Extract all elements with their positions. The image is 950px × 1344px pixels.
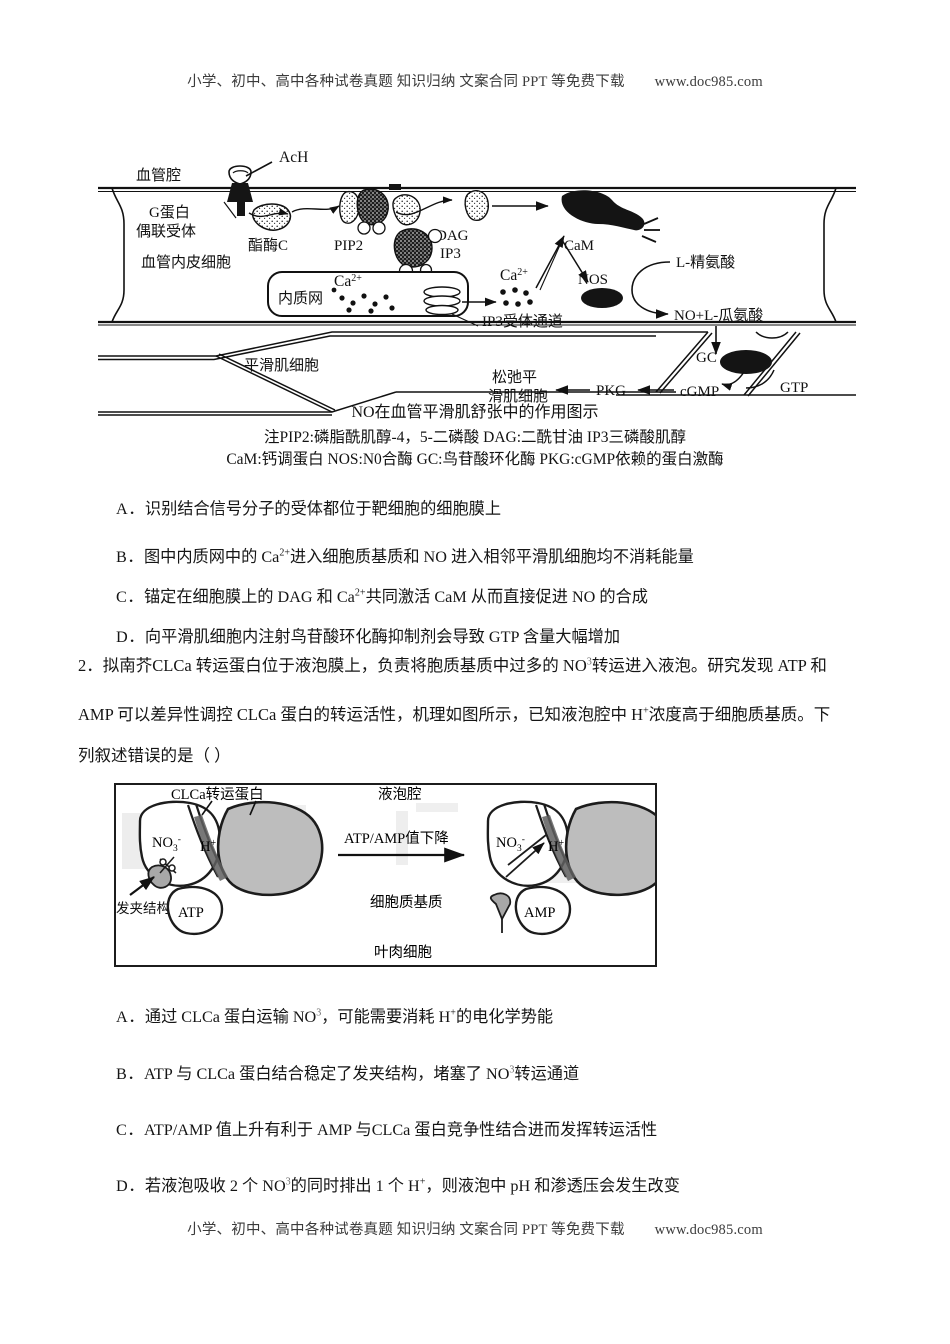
figure2-label-proton-left: H+	[200, 838, 216, 855]
figure2-label-arrow-caption: ATP/AMP值下降	[344, 830, 449, 847]
q2-stem-line-2-sup: +	[642, 705, 649, 717]
q2-option-a-sup2: +	[450, 1007, 456, 1019]
q2-stem-line-1-p2: 转运进入液泡。研究发现 ATP 和	[591, 656, 827, 675]
q1-option-c-sup: 2+	[354, 587, 366, 599]
q2-option-c-label: C．	[116, 1121, 144, 1139]
figure2-label-mesophyll-cell: 叶肉细胞	[374, 944, 432, 961]
figure2-label-amp: AMP	[524, 905, 555, 921]
q2-option-a-p1: 通过 CLCa 蛋白运输 NO	[144, 1008, 317, 1026]
q2-option-d-sup2: +	[419, 1176, 426, 1188]
figure1-label-ach: AcH	[279, 149, 308, 166]
figure1-label-nos: NOS	[578, 272, 608, 288]
figure1-label-calcium-er: Ca2+	[334, 273, 362, 290]
q2-stem-line-1-p1: 拟南芥CLCa 转运蛋白位于液泡膜上，负责将胞质基质中过多的 NO	[102, 656, 587, 675]
q1-option-b: B．图中内质网中的 Ca2+进入细胞质基质和 NO 进入相邻平滑肌细胞均不消耗能…	[116, 543, 694, 567]
q2-option-a-label: A．	[116, 1008, 145, 1026]
figure1-note-line-1: 注PIP2:磷脂酰肌醇-4，5-二磷酸 DAG:二酰甘油 IP3三磷酸肌醇	[264, 429, 686, 446]
figure1-label-endothelial-cell: 血管内皮细胞	[141, 254, 231, 271]
q2-option-d-p3: ，则液泡中 pH 和渗透压会发生改变	[425, 1177, 680, 1195]
figure1-label-pkg: PKG	[596, 383, 626, 399]
figure1-label-smooth-muscle-cell: 平滑肌细胞	[244, 357, 319, 374]
header-banner-url: www.doc985.com	[654, 74, 763, 90]
q1-option-a-text: 识别结合信号分子的受体都位于靶细胞的细胞膜上	[144, 500, 502, 518]
figure1-note-line-2: CaM:钙调蛋白 NOS:N0合酶 GC:鸟苷酸环化酶 PKG:cGMP依赖的蛋…	[226, 451, 724, 468]
q1-option-c-text-2: 共同激活 CaM 从而直接促进 NO 的合成	[365, 588, 648, 606]
q2-option-a-p3: 的电化学势能	[455, 1008, 554, 1026]
header-banner: 小学、初中、高中各种试卷真题 知识归纳 文案合同 PPT 等免费下载 www.do…	[0, 70, 950, 91]
q1-option-d-label: D．	[116, 628, 145, 646]
figure1-label-relax-line2: 滑肌细胞	[488, 388, 548, 405]
figure1-label-ip3-receptor-channel: IP3受体通道	[482, 313, 563, 330]
q1-option-a-label: A．	[116, 500, 145, 518]
q1-option-c-label: C．	[116, 588, 144, 606]
q2-option-a: A．通过 CLCa 蛋白运输 NO3，可能需要消耗 H+的电化学势能	[116, 1003, 553, 1027]
figure1-title: NO在血管平滑肌舒张中的作用图示	[351, 404, 599, 421]
q2-option-d-label: D．	[116, 1177, 145, 1195]
figure1-label-ip3: IP3	[440, 246, 461, 262]
q2-number: 2．	[78, 656, 103, 675]
figure-clca-transporter: 发夹结构 ATP NO3- H+ CLCa转运蛋白 液泡腔 ATP/AMP值下降	[114, 783, 657, 967]
q2-option-b-p2: 转运通道	[514, 1065, 580, 1083]
figure2-right-complex: AMP NO3- H+	[486, 800, 655, 936]
figure1-label-calcium-cyto: Ca2+	[500, 267, 528, 284]
figure-no-signalling: AcH 血管腔 G蛋白 偶联受体 血管内皮细胞 酯酶C PIP2	[96, 140, 858, 430]
figure1-label-gprotein-line1: G蛋白	[149, 204, 190, 221]
q2-option-b-p1: ATP 与 CLCa 蛋白结合稳定了发夹结构，堵塞了 NO	[143, 1065, 510, 1083]
footer-banner-text: 小学、初中、高中各种试卷真题 知识归纳 文案合同 PPT 等免费下载	[187, 1222, 625, 1238]
q2-option-c: C．ATP/AMP 值上升有利于 AMP 与CLCa 蛋白竞争性结合进而发挥转运…	[116, 1116, 657, 1140]
figure1-label-dag: DAG	[436, 228, 469, 244]
q2-stem-line-2-p2: 浓度高于细胞质基质。下	[648, 705, 831, 724]
figure2-label-hairpin-left: 发夹结构	[116, 901, 170, 916]
q2-option-b: B．ATP 与 CLCa 蛋白结合稳定了发夹结构，堵塞了 NO3转运通道	[116, 1060, 579, 1084]
figure2-label-nitrate-right: NO3-	[496, 835, 525, 854]
q2-option-a-p2: ，可能需要消耗 H	[321, 1008, 451, 1026]
footer-banner: 小学、初中、高中各种试卷真题 知识归纳 文案合同 PPT 等免费下载 www.do…	[0, 1218, 950, 1239]
figure2-label-nitrate-left: NO3-	[152, 835, 181, 854]
figure1-label-cam: CaM	[564, 238, 594, 254]
figure1-label-gprotein-line2: 偶联受体	[136, 223, 196, 240]
q1-option-b-sup: 2+	[279, 547, 291, 559]
q2-option-d: D．若液泡吸收 2 个 NO3的同时排出 1 个 H+，则液泡中 pH 和渗透压…	[116, 1172, 680, 1196]
figure1-er-calcium-dots	[331, 287, 395, 314]
q2-option-d-p1: 若液泡吸收 2 个 NO	[144, 1177, 286, 1195]
q1-option-b-label: B．	[116, 548, 144, 566]
q1-option-d-text: 向平滑肌细胞内注射鸟苷酸环化酶抑制剂会导致 GTP 含量大幅增加	[144, 628, 621, 646]
figure2-label-proton-right: H+	[548, 838, 564, 855]
q2-stem-line-2-p1: AMP 可以差异性调控 CLCa 蛋白的转运活性，机理如图所示，已知液泡腔中 H	[78, 705, 643, 724]
figure1-label-no-citrulline: NO+L-瓜氨酸	[674, 307, 763, 324]
figure1-label-relax-line1: 松弛平	[492, 369, 537, 386]
figure1-label-cgmp: cGMP	[680, 384, 719, 400]
q1-option-c: C．锚定在细胞膜上的 DAG 和 Ca2+共同激活 CaM 从而直接促进 NO …	[116, 583, 648, 607]
q1-option-c-text-1: 锚定在细胞膜上的 DAG 和 Ca	[143, 588, 355, 606]
figure2-label-vacuole-lumen: 液泡腔	[378, 786, 422, 803]
q2-stem-line-1: 2．拟南芥CLCa 转运蛋白位于液泡膜上，负责将胞质基质中过多的 NO3转运进入…	[78, 656, 827, 675]
figure1-label-lumen: 血管腔	[136, 167, 181, 184]
q2-option-d-sup: 3	[285, 1176, 291, 1188]
figure2-label-clca-protein: CLCa转运蛋白	[171, 786, 264, 803]
q2-option-a-sup: 3	[316, 1007, 322, 1019]
figure1-label-gc: GC	[696, 350, 717, 366]
figure2-left-complex: 发夹结构 ATP NO3- H+	[116, 800, 324, 936]
q2-option-b-label: B．	[116, 1065, 144, 1083]
q1-option-b-text-1: 图中内质网中的 Ca	[143, 548, 280, 566]
figure2-label-atp: ATP	[178, 905, 204, 921]
q2-option-b-sup: 3	[509, 1064, 515, 1076]
figure1-label-er: 内质网	[278, 290, 323, 307]
figure2-label-cytoplasm: 细胞质基质	[370, 894, 443, 911]
q2-stem-line-1-sup: 3	[586, 656, 592, 668]
q2-option-d-p2: 的同时排出 1 个 H	[290, 1177, 420, 1195]
q2-option-c-text: ATP/AMP 值上升有利于 AMP 与CLCa 蛋白竞争性结合进而发挥转运活性	[143, 1121, 658, 1139]
figure1-label-pip2: PIP2	[334, 238, 363, 254]
figure1-label-phospholipase-c: 酯酶C	[248, 237, 288, 254]
q1-option-b-text-2: 进入细胞质基质和 NO 进入相邻平滑肌细胞均不消耗能量	[290, 548, 694, 566]
figure1-label-l-arginine: L-精氨酸	[676, 254, 735, 271]
q2-stem-line-2: AMP 可以差异性调控 CLCa 蛋白的转运活性，机理如图所示，已知液泡腔中 H…	[78, 705, 831, 724]
q2-stem-line-3: 列叙述错误的是（ ）	[78, 746, 231, 765]
q1-option-d: D．向平滑肌细胞内注射鸟苷酸环化酶抑制剂会导致 GTP 含量大幅增加	[116, 623, 620, 647]
footer-banner-url: www.doc985.com	[654, 1222, 763, 1238]
q1-option-a: A．识别结合信号分子的受体都位于靶细胞的细胞膜上	[116, 495, 501, 519]
header-banner-text: 小学、初中、高中各种试卷真题 知识归纳 文案合同 PPT 等免费下载	[187, 74, 625, 90]
figure1-cytosolic-calcium-dots	[500, 287, 533, 307]
figure1-label-gtp: GTP	[780, 380, 808, 396]
